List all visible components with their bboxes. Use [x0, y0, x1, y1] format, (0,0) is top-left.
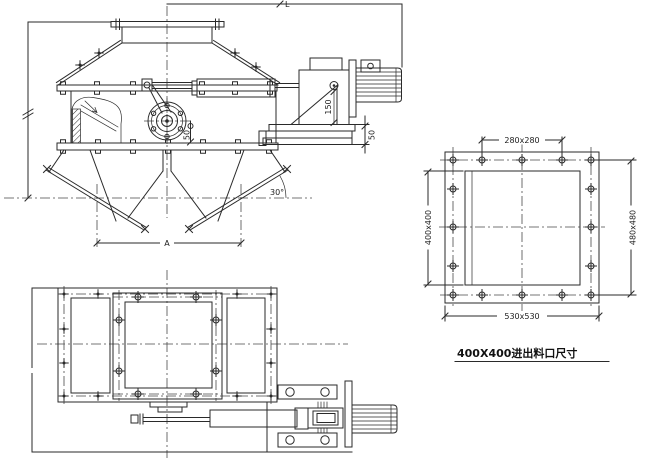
dimension-hub-offset — [187, 120, 194, 146]
hopper-walls — [55, 39, 281, 86]
flange-detail-view: 280x280 530x530 400x400 480x480 400X400进… — [423, 135, 638, 362]
ribbed-motor-body — [351, 404, 398, 434]
center-flange-outer — [112, 292, 223, 400]
actuator-cylinder — [151, 78, 300, 98]
mount-plate-upper — [268, 124, 356, 132]
plan-actuator — [130, 380, 398, 453]
dim-a-label: A — [164, 239, 170, 248]
lower-flange-plate — [56, 139, 279, 154]
mount-plate-top — [277, 384, 338, 400]
dim-530-label: 530x530 — [504, 312, 539, 321]
plan-view — [28, 270, 398, 458]
plan-dimension-width — [28, 287, 353, 453]
back-plate — [344, 380, 353, 448]
actuator-drive-unit — [258, 57, 402, 146]
right-port-opening — [226, 297, 266, 394]
ribbed-motor-body — [355, 67, 402, 103]
dim-50-right-label: 50 — [368, 130, 377, 140]
center-flange-opening — [124, 301, 213, 389]
lift-bracket — [360, 59, 381, 73]
flange-outer-square — [444, 151, 600, 304]
outlet-flange-right — [185, 165, 291, 233]
crank-linkage — [141, 78, 172, 114]
dimension-overall-height — [22, 21, 112, 202]
flange-outline — [444, 151, 600, 304]
angle-arc — [279, 175, 287, 198]
dim-length-label: L — [285, 0, 290, 9]
inlet-neck — [121, 26, 213, 44]
drive-housing — [307, 407, 344, 429]
dimension-opening — [423, 168, 464, 288]
inlet-flange — [110, 18, 225, 30]
dim-150-label: 150 — [324, 99, 333, 114]
dim-480-label: 480x480 — [629, 210, 638, 245]
dim-400-label: 400x400 — [424, 210, 433, 245]
base-frame — [262, 137, 353, 145]
valve-body — [70, 90, 277, 144]
cylinder-barrel — [209, 409, 298, 428]
mount-plate-bottom — [277, 432, 338, 448]
plan-centerlines — [37, 270, 348, 458]
discharge-chutes — [48, 149, 286, 222]
plan-flange-bolts — [113, 291, 222, 400]
flange-caption: 400X400进出料口尺寸 — [457, 346, 577, 360]
dimension-base-height — [351, 115, 370, 154]
dimension-flange-size — [441, 305, 603, 322]
back-plate — [348, 59, 357, 118]
flange-opening-square — [464, 170, 581, 286]
left-port-opening — [70, 297, 111, 394]
plan-outer-bolts — [59, 289, 276, 401]
flow-arrow — [84, 100, 98, 113]
motor-cap — [309, 57, 343, 71]
side-bracket — [258, 130, 267, 146]
outlet-flange-left — [43, 165, 149, 233]
dim-280-label: 280x280 — [504, 136, 539, 145]
plan-body-outline — [57, 287, 278, 403]
dimension-overall-length — [166, 0, 403, 68]
dimension-outlet-span — [93, 238, 245, 247]
piston-rod — [142, 417, 211, 422]
dimension-inner-bolts — [478, 135, 566, 157]
mount-plate-lower — [265, 130, 353, 139]
diverter-flap — [71, 96, 122, 144]
rod-clevis — [130, 414, 139, 424]
side-elevation-view: L — [4, 0, 403, 248]
dimension-bracket-height — [330, 88, 338, 126]
dimension-outer-bolts — [595, 157, 637, 298]
angle-label: 30° — [270, 188, 284, 197]
dim-50-hub-label: 50 — [183, 130, 192, 140]
